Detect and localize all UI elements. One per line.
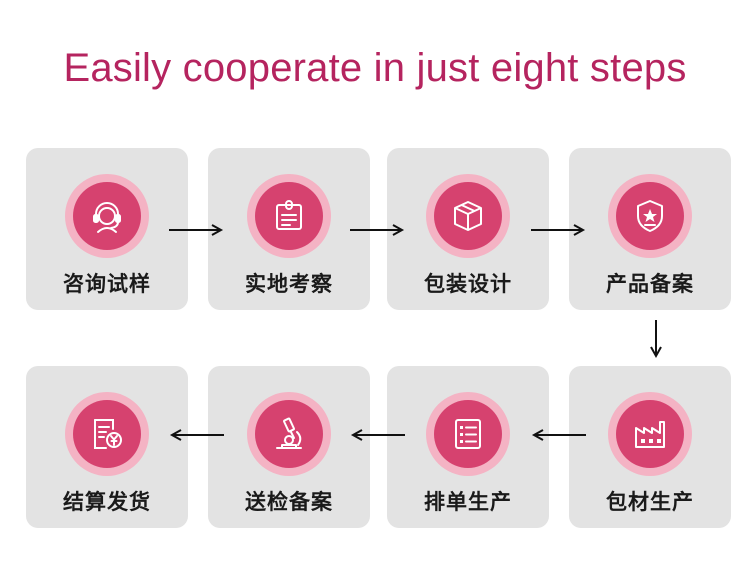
step-card-packaging-design: 包装设计 <box>387 148 549 310</box>
order-list-icon <box>455 419 481 449</box>
step-card-packaging-production: 包材生产 <box>569 366 731 528</box>
step-card-site-visit: 实地考察 <box>208 148 370 310</box>
arrow-down-icon <box>650 320 662 359</box>
step-badge <box>247 174 331 258</box>
arrow-left-icon <box>350 429 405 441</box>
customer-service-headset-icon <box>93 202 121 233</box>
step-label: 送检备案 <box>245 490 333 514</box>
step-label: 包材生产 <box>606 490 694 514</box>
step-badge <box>247 392 331 476</box>
step-card-production-scheduling: 排单生产 <box>387 366 549 528</box>
arrow-right-icon <box>531 224 586 236</box>
arrow-right-icon <box>350 224 405 236</box>
step-badge <box>426 174 510 258</box>
step-badge <box>608 392 692 476</box>
arrow-right-icon <box>169 224 224 236</box>
step-card-consult: 咨询试样 <box>26 148 188 310</box>
step-badge <box>65 392 149 476</box>
step-label: 产品备案 <box>606 272 694 296</box>
clipboard-icon <box>276 200 302 230</box>
arrow-left-icon <box>531 429 586 441</box>
step-badge <box>426 392 510 476</box>
step-label: 包装设计 <box>424 272 512 296</box>
step-card-inspection-filing: 送检备案 <box>208 366 370 528</box>
arrow-left-icon <box>169 429 224 441</box>
step-label: 咨询试样 <box>63 272 151 296</box>
factory-icon <box>635 421 665 448</box>
package-box-icon <box>454 201 482 231</box>
invoice-yuan-icon <box>94 419 122 449</box>
page-title: Easily cooperate in just eight steps <box>63 46 687 90</box>
step-card-settlement-shipping: 结算发货 <box>26 366 188 528</box>
step-label: 结算发货 <box>63 490 151 514</box>
shield-star-icon <box>637 200 663 232</box>
step-card-product-filing: 产品备案 <box>569 148 731 310</box>
step-badge <box>608 174 692 258</box>
step-label: 排单生产 <box>424 490 512 514</box>
microscope-icon <box>276 417 302 449</box>
step-badge <box>65 174 149 258</box>
step-label: 实地考察 <box>245 272 333 296</box>
